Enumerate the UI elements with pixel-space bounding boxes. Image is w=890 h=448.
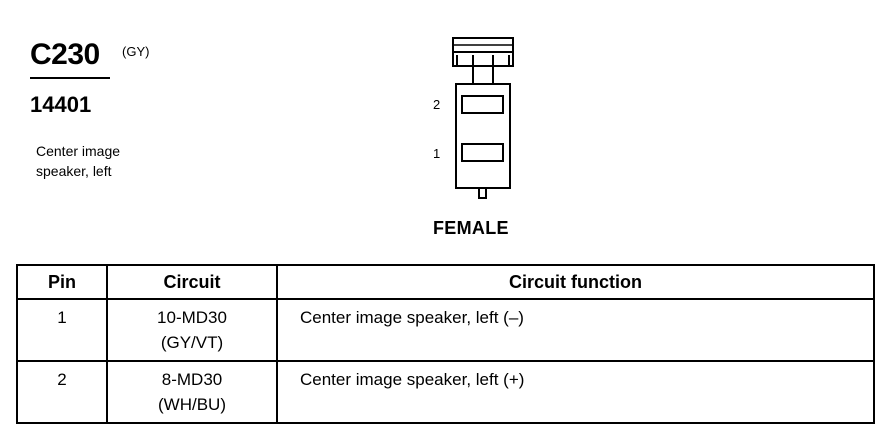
table-row: 2 8-MD30 (WH/BU) Center image speaker, l… — [16, 360, 875, 424]
circuit-code: 8-MD30 — [161, 370, 223, 389]
connector-code: C230 — [30, 38, 100, 71]
header-divider — [30, 77, 110, 79]
connector-face-diagram: 2 1 — [433, 37, 514, 199]
header-circuit-function: Circuit function — [276, 264, 875, 300]
cell-pin: 2 — [16, 360, 108, 424]
table-row: 1 10-MD30 (GY/VT) Center image speaker, … — [16, 298, 875, 362]
cell-circuit: 8-MD30 (WH/BU) — [106, 360, 278, 424]
header-circuit: Circuit — [106, 264, 278, 300]
pin-label-2: 2 — [433, 97, 440, 112]
connector-description: Center image speaker, left — [36, 141, 176, 181]
cell-circuit-function: Center image speaker, left (–) — [276, 298, 875, 362]
circuit-code: 10-MD30 — [157, 308, 227, 327]
cell-circuit-function: Center image speaker, left (+) — [276, 360, 875, 424]
connector-lock-tabs — [452, 51, 514, 67]
connector-body — [455, 83, 511, 189]
description-line: Center image — [36, 143, 121, 159]
description-line: speaker, left — [36, 163, 112, 179]
table-header-row: Pin Circuit Circuit function — [16, 264, 875, 300]
header-pin: Pin — [16, 264, 108, 300]
cell-circuit: 10-MD30 (GY/VT) — [106, 298, 278, 362]
part-number: 14401 — [30, 92, 92, 117]
cell-pin: 1 — [16, 298, 108, 362]
pinout-table: Pin Circuit Circuit function 1 10-MD30 (… — [16, 264, 875, 424]
connector-gender-label: FEMALE — [433, 218, 509, 238]
pin-cavity-2 — [461, 95, 504, 114]
pin-cavity-1 — [461, 143, 504, 162]
connector-key — [478, 187, 487, 199]
circuit-color: (GY/VT) — [160, 333, 224, 352]
circuit-color: (WH/BU) — [158, 395, 226, 414]
connector-color-code: (GY) — [122, 44, 150, 59]
pin-label-1: 1 — [433, 146, 440, 161]
